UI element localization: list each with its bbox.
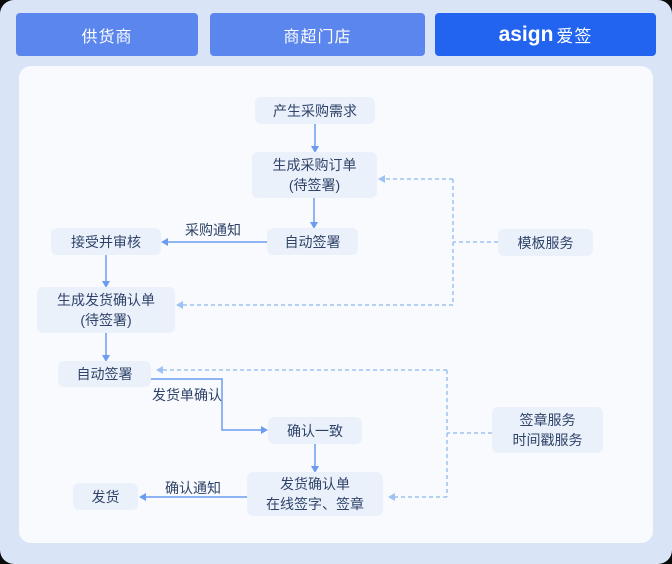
node-generate-purchase-order-sublabel: (待签署) xyxy=(288,177,341,193)
node-auto-sign-delivery-label: 自动签署 xyxy=(76,366,133,382)
node-template-service: 模板服务 xyxy=(498,229,593,256)
lane-store-label: 商超门店 xyxy=(283,28,352,46)
lane-store: 商超门店 xyxy=(210,13,425,56)
node-sign-online-sublabel: 在线签字、签章 xyxy=(266,496,364,512)
node-generate-delivery-note: 生成发货确认单 (待签署) xyxy=(37,287,175,333)
node-sign-online: 发货确认单 在线签字、签章 xyxy=(247,472,383,516)
node-generate-delivery-note-label: 生成发货确认单 xyxy=(57,292,155,308)
node-ship: 发货 xyxy=(73,483,138,510)
node-generate-purchase-order: 生成采购订单 (待签署) xyxy=(252,152,377,198)
node-generate-demand: 产生采购需求 xyxy=(255,97,375,124)
edge-label-purchase-notice: 采购通知 xyxy=(185,222,241,238)
node-accept-review-label: 接受并审核 xyxy=(71,233,141,250)
node-generate-demand-label: 产生采购需求 xyxy=(273,102,357,119)
asign-logo: asign xyxy=(498,22,554,46)
node-auto-sign-order-label: 自动签署 xyxy=(284,233,341,250)
node-auto-sign-order: 自动签署 xyxy=(267,228,358,255)
node-timestamp-service-label: 时间戳服务 xyxy=(512,432,583,448)
asign-logo-cn: 爱签 xyxy=(556,27,593,46)
node-confirm-match: 确认一致 xyxy=(268,417,362,444)
node-seal-service-label: 签章服务 xyxy=(519,412,576,428)
node-ship-label: 发货 xyxy=(91,488,120,505)
lane-asign: asign 爱签 xyxy=(435,13,656,56)
edge-label-delivery-note-confirm: 发货单确认 xyxy=(152,387,222,403)
lane-supplier: 供货商 xyxy=(16,13,198,56)
node-generate-delivery-note-sublabel: (待签署) xyxy=(80,312,132,328)
node-confirm-match-label: 确认一致 xyxy=(287,422,343,439)
node-generate-purchase-order-label: 生成采购订单 xyxy=(272,157,357,173)
node-template-service-label: 模板服务 xyxy=(517,234,574,251)
edge-label-confirm-notice: 确认通知 xyxy=(165,480,221,496)
node-seal-timestamp-service: 签章服务 时间戳服务 xyxy=(492,407,603,453)
node-accept-review: 接受并审核 xyxy=(51,228,161,255)
lane-supplier-label: 供货商 xyxy=(81,28,133,46)
node-auto-sign-delivery: 自动签署 xyxy=(58,361,151,387)
node-sign-online-label: 发货确认单 xyxy=(280,476,350,492)
